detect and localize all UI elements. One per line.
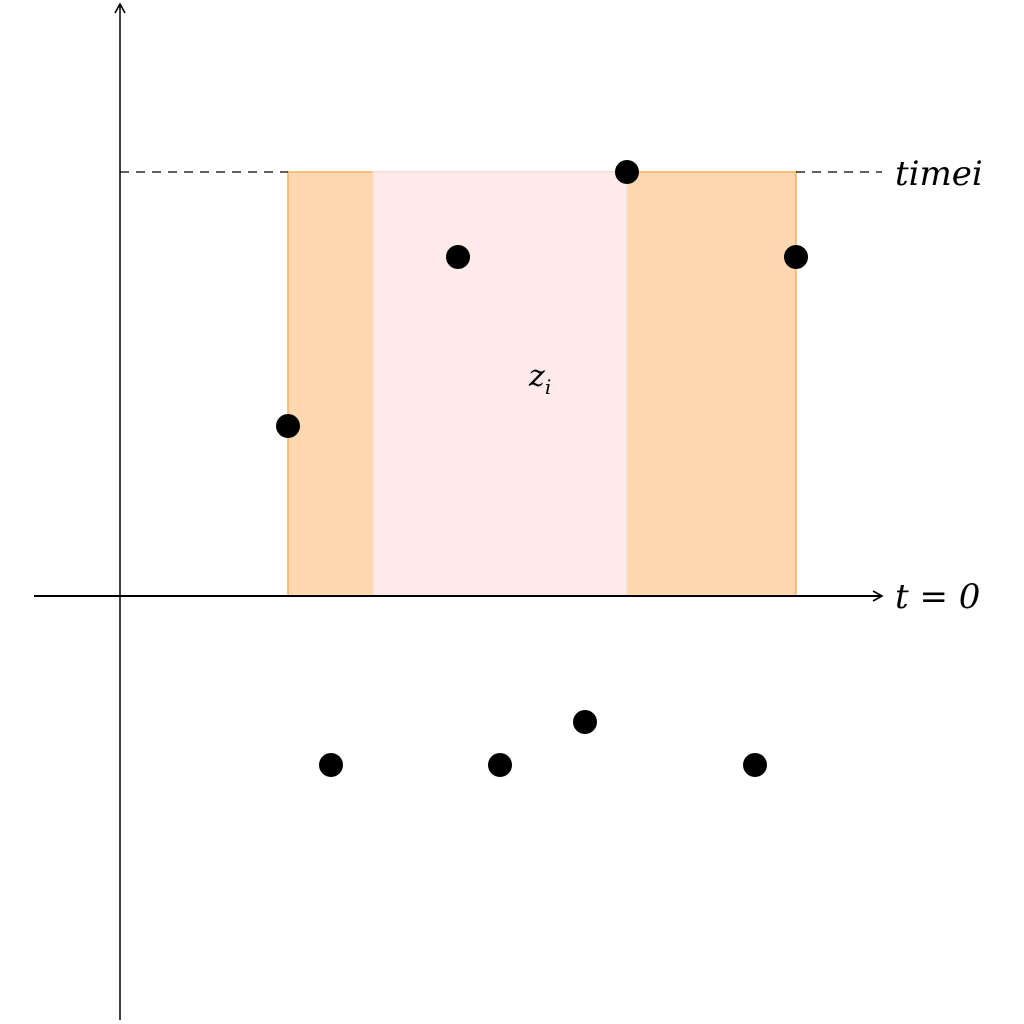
dashed-line-label: timei <box>895 154 983 194</box>
horizontal-axis-label: t = 0 <box>895 577 980 617</box>
region-label-main: z <box>528 359 545 394</box>
point <box>743 753 767 777</box>
point <box>615 160 639 184</box>
point <box>573 710 597 734</box>
region-label-subscript: i <box>545 375 551 399</box>
point <box>276 414 300 438</box>
point <box>488 753 512 777</box>
point <box>784 245 808 269</box>
region-label: zi <box>528 359 551 399</box>
inner-region <box>372 171 628 597</box>
point <box>319 753 343 777</box>
point <box>446 245 470 269</box>
